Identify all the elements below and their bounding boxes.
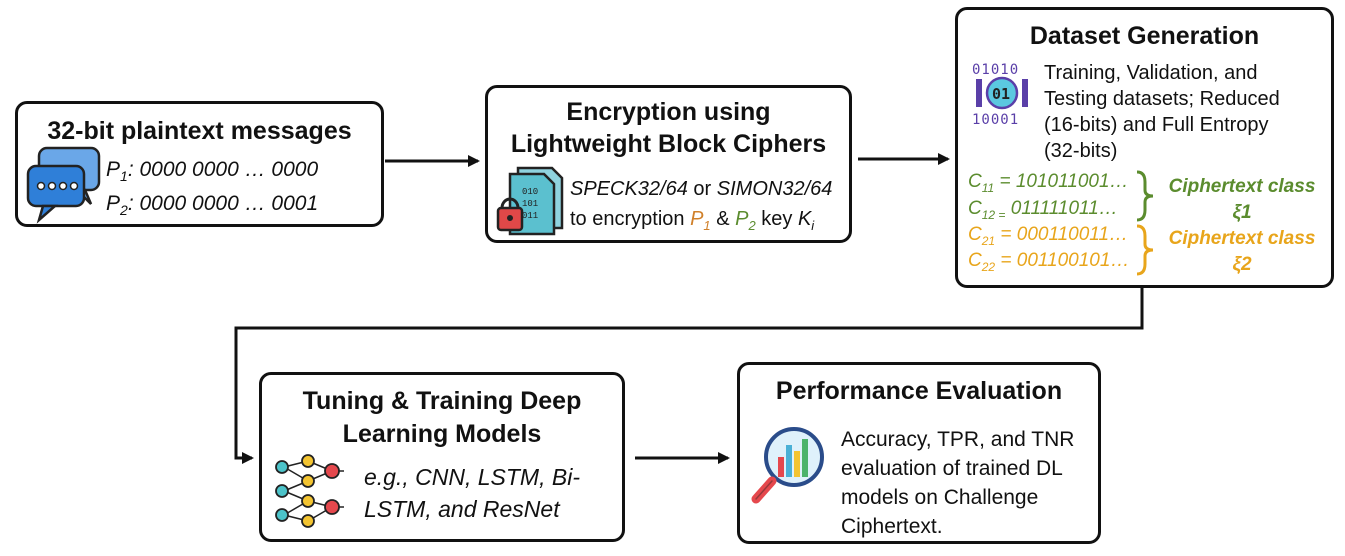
dataset-desc-1: Training, Validation, and [1044, 62, 1258, 84]
encryption-ciphers: SPECK32/64 or SIMON32/64 [570, 178, 833, 200]
encryption-title-line1: Encryption using [566, 98, 771, 126]
evaluation-desc-3: models on Challenge [841, 486, 1039, 509]
evaluation-desc-1: Accuracy, TPR, and TNR [841, 428, 1075, 451]
dataset-desc-2: Testing datasets; Reduced [1044, 88, 1280, 110]
svg-text:011: 011 [522, 211, 538, 221]
chat-bubbles-icon [26, 146, 101, 224]
encryption-title-line2: Lightweight Block Ciphers [510, 130, 827, 158]
svg-text:010: 010 [522, 187, 538, 197]
training-title-line1: Tuning & Training Deep [302, 387, 582, 415]
chart-magnifier-icon [751, 427, 824, 504]
evaluation-title: Performance Evaluation [775, 377, 1063, 405]
binary-data-icon: 01010 10001 01 [972, 62, 1028, 128]
svg-text:101: 101 [522, 199, 538, 209]
training-title-line2: Learning Models [342, 420, 542, 448]
class2-brace [1136, 224, 1154, 276]
evaluation-box: Performance Evaluation Accuracy, TPR, an… [737, 362, 1101, 544]
dataset-desc-3: (16-bits) and Full Entropy [1044, 114, 1269, 136]
ciphertext-c11: C11 = 101011001… [968, 171, 1129, 195]
evaluation-desc-4: Ciphertext. [841, 515, 943, 538]
plaintext-p1: P1: 0000 0000 … 0000 [106, 158, 319, 185]
training-box: Tuning & Training Deep Learning Models e… [259, 372, 625, 542]
dataset-title: Dataset Generation [1029, 22, 1260, 50]
svg-text:10001: 10001 [972, 112, 1019, 128]
plaintext-p2: P2: 0000 0000 … 0001 [106, 192, 319, 219]
svg-text:01: 01 [992, 85, 1010, 103]
class1-brace [1136, 170, 1154, 222]
ciphertext-c21: C21 = 000110011… [968, 224, 1129, 248]
ciphertext-c12: C12 = 011111011… [968, 198, 1118, 222]
svg-text:01010: 01010 [972, 62, 1019, 78]
encryption-details: to encryption P1 & P2 key Ki [570, 208, 815, 233]
dataset-desc-4: (32-bits) [1044, 140, 1118, 162]
arrow-box3-to-box4 [234, 288, 1144, 464]
training-desc-1: e.g., CNN, LSTM, Bi- [364, 464, 580, 490]
plaintext-title: 32-bit plaintext messages [47, 117, 352, 145]
evaluation-desc-2: evaluation of trained DL [841, 457, 1063, 480]
encryption-box: Encryption using Lightweight Block Ciphe… [485, 85, 852, 243]
dataset-box: Dataset Generation 01010 10001 01 Traini… [955, 7, 1334, 288]
plaintext-box: 32-bit plaintext messages P1: 0000 0000 … [15, 101, 384, 227]
training-desc-2: LSTM, and ResNet [364, 496, 560, 522]
ciphertext-c22: C22 = 001100101… [968, 250, 1130, 274]
neural-network-icon [275, 454, 344, 528]
encrypted-file-lock-icon: 010 101 011 [496, 166, 564, 236]
